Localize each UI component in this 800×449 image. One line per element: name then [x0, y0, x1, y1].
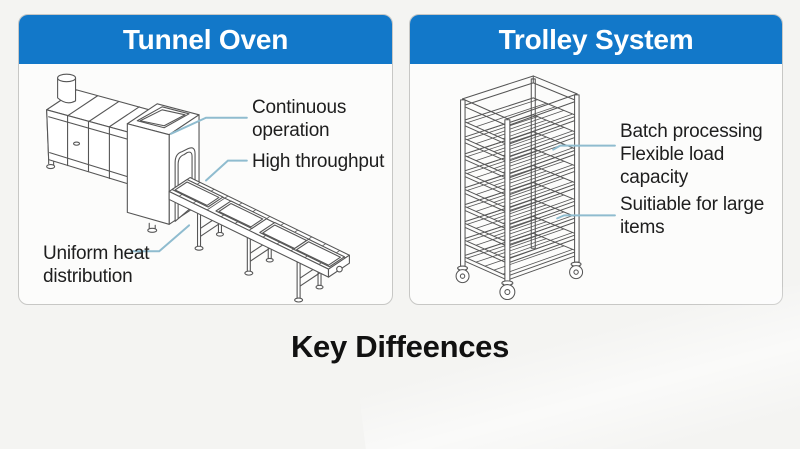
label-line: Continuous	[252, 97, 347, 118]
pointer-uniform-heat	[130, 224, 191, 253]
pointer-suitable-large	[556, 214, 616, 220]
tunnel-oven-illustration	[46, 73, 350, 303]
label-uniform-heat-distribution: Uniform heat distribution	[43, 242, 150, 288]
label-continuous-operation: Continuous operation	[252, 96, 346, 142]
tunnel-oven-panel: Tunnel Oven	[18, 14, 393, 305]
trolley-system-header: Trolley System	[410, 15, 782, 64]
label-line: Uniform heat	[43, 243, 150, 264]
label-high-throughput: High throughput	[252, 150, 384, 173]
tunnel-oven-title: Tunnel Oven	[122, 24, 289, 55]
label-line: items	[620, 217, 665, 238]
trolley-pointer-lines	[552, 144, 616, 220]
label-line: Suitiable for large	[620, 194, 765, 215]
label-line: operation	[252, 120, 330, 141]
label-line: distribution	[43, 266, 133, 287]
label-line: High throughput	[252, 151, 385, 172]
tunnel-oven-body: Continuous operation High throughput Uni…	[19, 64, 392, 304]
label-batch-processing-flexible-load: Batch processing Flexible load capacity	[620, 120, 763, 189]
key-differences-heading: Key Diffeences	[290, 329, 510, 364]
label-line: capacity	[620, 167, 689, 188]
pointer-continuous-operation	[170, 116, 248, 135]
pointer-batch-processing	[552, 144, 616, 151]
label-suitable-for-large-items: Suitiable for large items	[620, 193, 764, 239]
label-line: Flexible load	[620, 144, 725, 165]
trolley-system-body: Batch processing Flexible load capacity …	[410, 64, 782, 304]
label-line: Batch processing	[620, 121, 763, 142]
trolley-system-panel: Trolley System	[409, 14, 783, 305]
pointer-high-throughput	[205, 159, 248, 182]
trolley-system-title: Trolley System	[498, 24, 694, 55]
tunnel-oven-pointer-lines	[130, 116, 248, 253]
tunnel-oven-header: Tunnel Oven	[19, 15, 392, 64]
